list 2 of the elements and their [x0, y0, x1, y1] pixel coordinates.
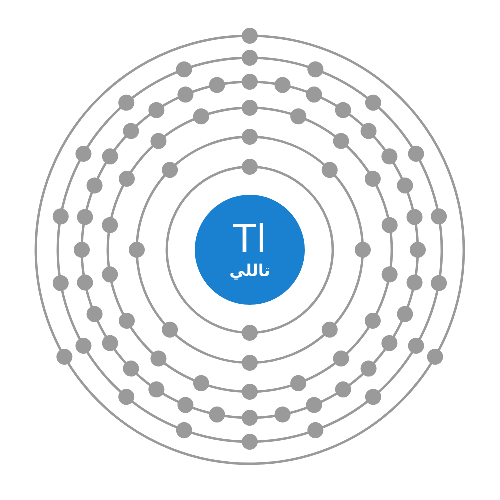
element-symbol: Tl [233, 219, 267, 259]
element-name: تاللي [230, 261, 270, 281]
